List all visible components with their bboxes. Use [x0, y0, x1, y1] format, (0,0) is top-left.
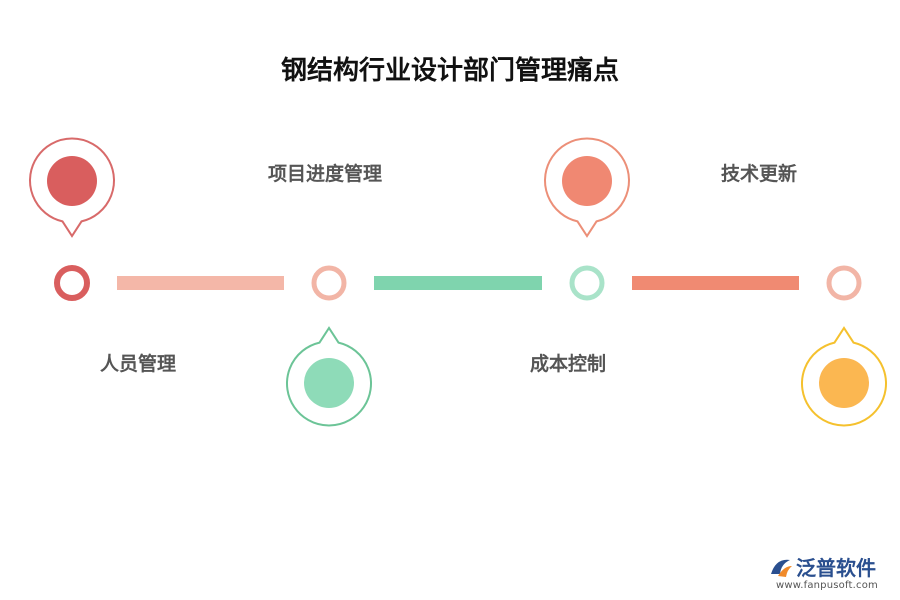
timeline-node-3	[569, 265, 605, 301]
brand-watermark: 泛普软件 www.fanpusoft.com	[768, 552, 893, 592]
item-label-1: 人员管理	[100, 353, 177, 375]
timeline-node-4	[826, 265, 862, 301]
connector-bar-2	[374, 276, 542, 290]
item-label-2: 项目进度管理	[268, 163, 383, 185]
timeline-node-2	[311, 265, 347, 301]
timeline-node-1	[54, 265, 90, 301]
item-label-3: 成本控制	[530, 353, 607, 375]
fanpu-logo-icon	[771, 559, 792, 577]
pin-marker-3	[544, 137, 630, 238]
pin-marker-4	[801, 326, 887, 427]
page-title: 钢结构行业设计部门管理痛点	[280, 56, 619, 86]
pin-marker-1	[29, 137, 115, 238]
item-label-4: 技术更新	[721, 163, 798, 185]
brand-url: www.fanpusoft.com	[776, 580, 878, 591]
pin-marker-2	[286, 326, 372, 427]
connector-bar-3	[632, 276, 799, 290]
connector-bar-1	[117, 276, 284, 290]
brand-name: 泛普软件	[796, 556, 876, 580]
